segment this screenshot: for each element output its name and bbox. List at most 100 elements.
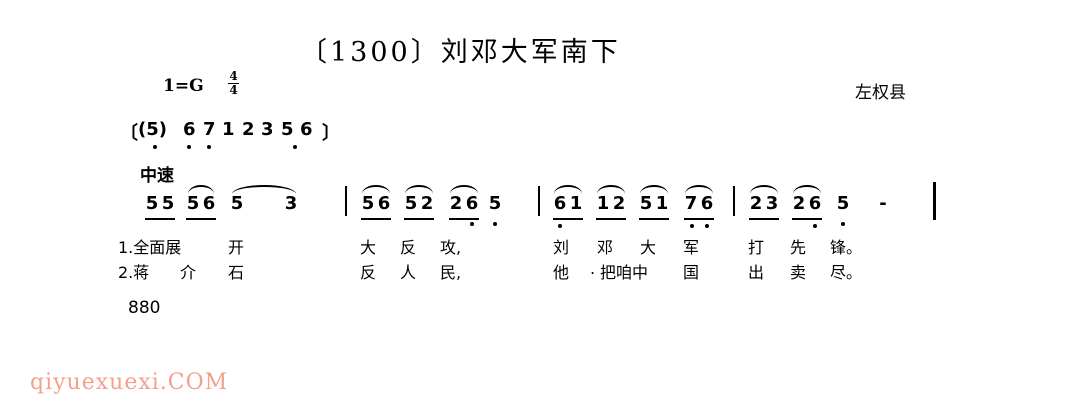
lyric-verse-2: 出 [748,263,765,282]
eighth-underline [749,218,779,220]
low-octave-dot [705,224,709,228]
page-number: 880 [128,298,161,318]
lyric-verse-2: 民, [440,263,462,282]
slur [685,185,713,194]
eighth-underline [639,218,669,220]
note: 5 [161,193,175,214]
note: 5 [230,193,244,214]
lyric-verse-1: 打 [748,238,765,257]
intro-note: 3 [261,119,274,140]
lyric-verse-2: 人 [400,263,417,282]
lyric-verse-1: 反 [400,238,417,257]
lyric-verse-2: 卖 [790,263,807,282]
note: 2 [612,193,626,214]
intro-note: 6 [183,119,196,140]
lyric-verse-2: 国 [683,263,700,282]
note: 5 [186,193,200,214]
lyric-verse-2: 石 [228,263,245,282]
eighth-underline [596,218,626,220]
note: 6 [808,193,822,214]
barline [345,186,347,216]
lyric-verse-2: 把咱中 [600,263,649,282]
barline [733,186,735,216]
note: 6 [465,193,479,214]
lyric-verse-1: 先 [790,238,807,257]
note: 5 [361,193,375,214]
low-octave-dot [558,224,562,228]
lyric-verse-1: 攻, [440,238,462,257]
note: 1 [596,193,610,214]
slur [405,185,433,194]
note: 5 [639,193,653,214]
slur [750,185,778,194]
eighth-underline [404,218,434,220]
note: 6 [553,193,567,214]
intro-note: (5) [138,119,167,140]
intro-note: 2 [242,119,255,140]
low-octave-dot [470,222,474,226]
note: 3 [284,193,298,214]
note: 5 [145,193,159,214]
slur [597,185,625,194]
slur [554,185,582,194]
note: 6 [700,193,714,214]
eighth-underline [361,218,391,220]
note: 1 [655,193,669,214]
intro-note: 5 [281,119,294,140]
time-signature-top: 4 [229,69,238,83]
lyric-verse-2: 反 [360,263,377,282]
intro-note: 7 [203,119,216,140]
note: 5 [404,193,418,214]
note: 5 [836,193,850,214]
low-octave-dot [207,145,211,149]
eighth-underline [792,218,822,220]
intro-note: 〔 [120,123,138,144]
eighth-underline [684,218,714,220]
low-octave-dot [690,224,694,228]
low-octave-dot [813,224,817,228]
lyric-verse-1: 大 [360,238,377,257]
slur [362,185,390,194]
slur [793,185,821,194]
intro-note: 1 [222,119,235,140]
eighth-underline [186,218,216,220]
lyric-verse-1: 军 [683,238,700,257]
slur [640,185,668,194]
low-octave-dot [293,145,297,149]
intro-note: 〕 [322,123,340,144]
note: 6 [202,193,216,214]
slur [188,185,214,194]
lyric-verse-1: 邓 [597,238,614,257]
lyric-verse-1: 刘 [553,238,570,257]
low-octave-dot [493,222,497,226]
song-title: 〔1300〕刘邓大军南下 [300,37,621,68]
watermark-logo: qiyuexuexi.COM [30,370,229,395]
note: 2 [749,193,763,214]
lyric-verse-2: . [590,259,596,278]
lyric-verse-1: 开 [228,238,245,257]
lyric-verse-1: 大 [640,238,657,257]
time-signature-bottom: 4 [229,83,238,97]
low-octave-dot [187,145,191,149]
lyric-verse-2: 2.蒋 [118,263,150,282]
origin-label: 左权县 [855,83,906,103]
eighth-underline [553,218,583,220]
slur [450,185,478,194]
lyric-verse-2: 他 [553,263,570,282]
low-octave-dot [153,145,157,149]
note: 5 [488,193,502,214]
barline [538,186,540,216]
slur [232,185,296,194]
note: - [879,193,887,214]
note: 2 [449,193,463,214]
lyric-verse-1: 1.全面展 [118,238,182,257]
eighth-underline [449,218,479,220]
low-octave-dot [841,222,845,226]
lyric-verse-1: 锋。 [830,238,863,257]
time-signature: 4 4 [228,70,239,97]
note: 2 [420,193,434,214]
intro-note: 6 [300,119,313,140]
note: 7 [684,193,698,214]
note: 3 [765,193,779,214]
lyric-verse-2: 介 [180,263,197,282]
